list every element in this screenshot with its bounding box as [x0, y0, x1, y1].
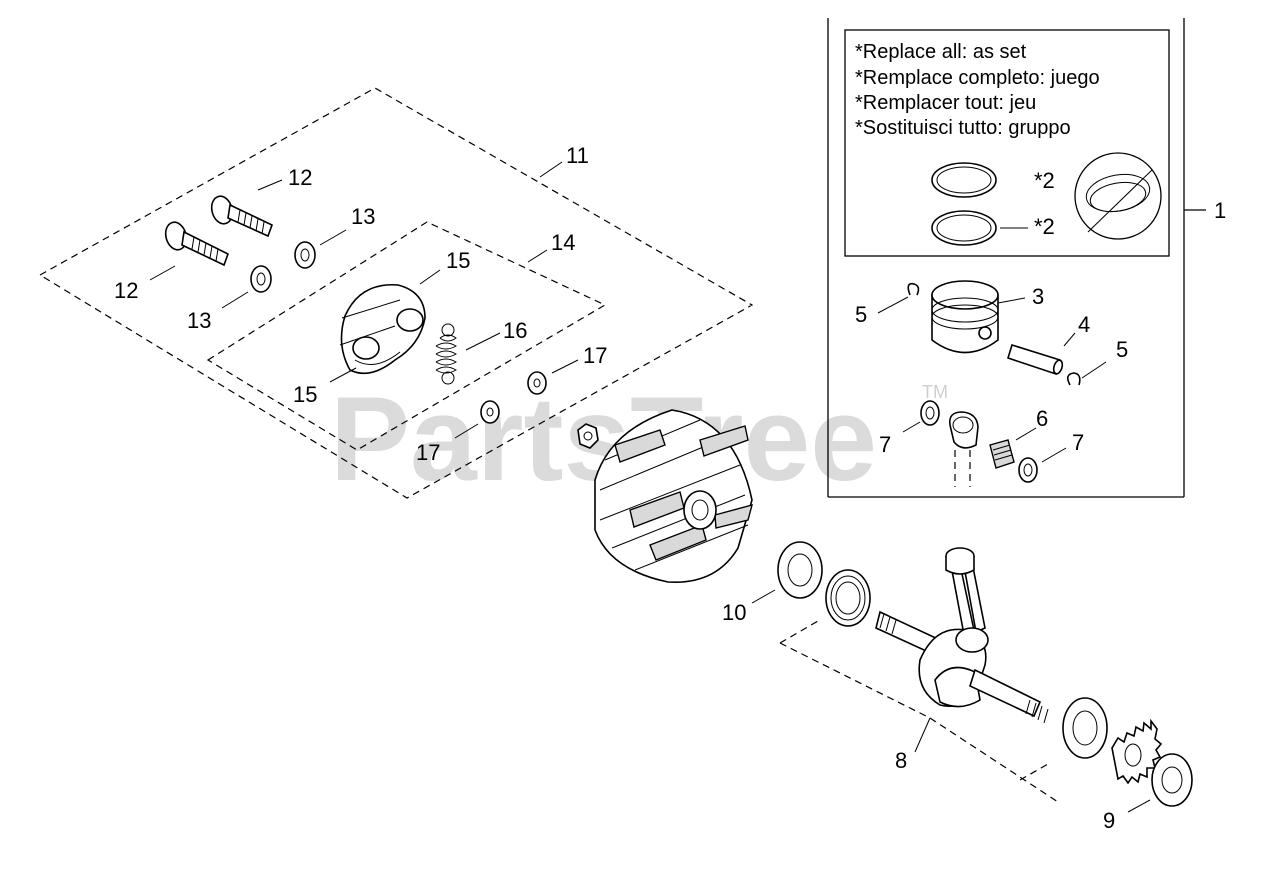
- callout-4: 4: [1078, 312, 1090, 337]
- callout-2a: *2: [1034, 168, 1055, 193]
- kit-note-line-1: *Replace all: as set: [855, 41, 1027, 63]
- callout-7b: 7: [1072, 430, 1084, 455]
- callout-12a: 12: [288, 165, 312, 190]
- drive-gear: [1111, 718, 1163, 785]
- callout-6: 6: [1036, 406, 1048, 431]
- callout-9: 9: [1103, 808, 1115, 833]
- clutch-washer-upper: [294, 229, 347, 269]
- thrust-washer-left: [902, 400, 940, 433]
- shoe-washer-lower: [454, 400, 500, 439]
- piston-ring-lower: [931, 210, 1028, 246]
- thrust-washer-right: [1018, 447, 1067, 483]
- callout-15a: 15: [446, 248, 470, 273]
- callout-3: 3: [1032, 284, 1044, 309]
- callout-14: 14: [551, 230, 575, 255]
- clutch-shoe-outline: [206, 221, 607, 451]
- callout-13a: 13: [351, 204, 375, 229]
- circlip-right: [1066, 372, 1081, 386]
- callout-5b: 5: [1116, 337, 1128, 362]
- clutch-bolt-lower: [149, 221, 229, 281]
- flywheel: [594, 409, 753, 583]
- clutch-assembly-outline: [38, 87, 754, 499]
- piston-pin: [1007, 332, 1076, 376]
- needle-bearing: [989, 427, 1037, 469]
- callout-11: 11: [566, 143, 589, 168]
- clutch-bolt-upper: [210, 179, 283, 238]
- kit-note-line-4: *Sostituisci tutto: gruppo: [855, 117, 1071, 139]
- circlip-left: [907, 282, 920, 296]
- callout-17a: 17: [583, 343, 607, 368]
- clutch-washer-lower: [221, 265, 272, 309]
- watermark-trademark: TM: [922, 382, 948, 402]
- callout-16: 16: [503, 318, 527, 343]
- kit-note-line-2: *Remplace completo: juego: [855, 67, 1100, 89]
- shoe-washer-upper: [527, 359, 579, 395]
- callout-1: 1: [1214, 198, 1226, 223]
- callout-13b: 13: [187, 308, 211, 333]
- callout-17b: 17: [416, 440, 440, 465]
- callout-12b: 12: [114, 278, 138, 303]
- main-bearing-center: [825, 569, 871, 627]
- piston: [931, 280, 1026, 354]
- callout-15b: 15: [293, 382, 317, 407]
- small-end-bearing: [948, 411, 979, 487]
- flywheel-nut: [577, 423, 599, 449]
- piston-kit-bracket: [827, 18, 1206, 498]
- callout-2b: *2: [1034, 214, 1055, 239]
- kit-note-box: [844, 29, 1170, 257]
- ring-detail-circle: [1074, 152, 1162, 240]
- piston-ring-upper: [931, 162, 997, 198]
- callout-5a: 5: [855, 302, 867, 327]
- clutch-spring: [435, 323, 501, 385]
- kit-note-line-3: *Remplacer tout: jeu: [855, 92, 1036, 114]
- callout-10: 10: [722, 600, 746, 625]
- callout-7a: 7: [879, 432, 891, 457]
- callout-8: 8: [895, 748, 907, 773]
- crankshaft: [875, 547, 1049, 724]
- main-bearing-right: [1062, 697, 1108, 759]
- main-bearing-left: [751, 541, 823, 604]
- oil-seal: [1127, 753, 1193, 813]
- clutch-shoe: [329, 269, 441, 383]
- crankshaft-bracket: [779, 620, 1059, 803]
